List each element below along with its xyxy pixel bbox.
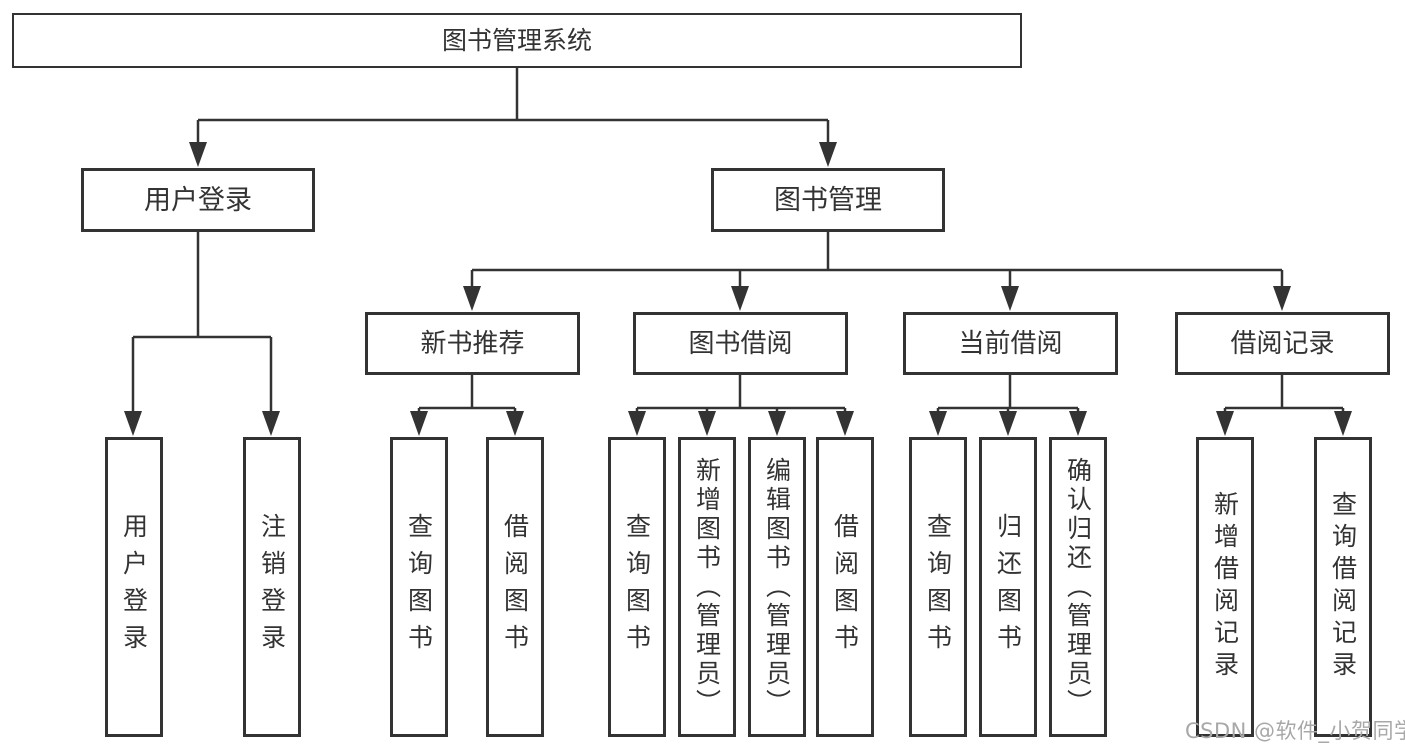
node-borrow-records: 借阅记录 — [1175, 312, 1390, 375]
leaf-current-confirm-return-admin: 确认归还（管理员） — [1049, 437, 1107, 737]
leaf-records-query-record: 查询借阅记录 — [1314, 437, 1372, 737]
csdn-watermark: CSDN @软件_小贺同学 — [1185, 719, 1405, 743]
leaf-current-query-books: 查询图书 — [909, 437, 967, 737]
leaf-current-return-books: 归还图书 — [979, 437, 1037, 737]
arrowheads — [124, 142, 1352, 436]
leaf-borrow-query-books: 查询图书 — [608, 437, 666, 737]
leaf-user-login: 用户登录 — [105, 437, 163, 737]
leaf-recommend-borrow-books: 借阅图书 — [486, 437, 544, 737]
leaf-borrow-edit-books-admin: 编辑图书（管理员） — [748, 437, 806, 737]
node-new-book-recommend: 新书推荐 — [365, 312, 580, 375]
leaf-records-add-record: 新增借阅记录 — [1196, 437, 1254, 737]
node-book-borrow: 图书借阅 — [633, 312, 848, 375]
leaf-logout: 注销登录 — [243, 437, 301, 737]
node-book-management: 图书管理 — [711, 168, 945, 232]
leaf-borrow-borrow-books: 借阅图书 — [816, 437, 874, 737]
leaf-recommend-query-books: 查询图书 — [390, 437, 448, 737]
node-current-borrow: 当前借阅 — [903, 312, 1118, 375]
node-user-login: 用户登录 — [81, 168, 315, 232]
connector-paths — [131, 68, 1345, 413]
leaf-borrow-add-books-admin: 新增图书（管理员） — [678, 437, 736, 737]
node-root-library-management-system: 图书管理系统 — [12, 13, 1022, 68]
